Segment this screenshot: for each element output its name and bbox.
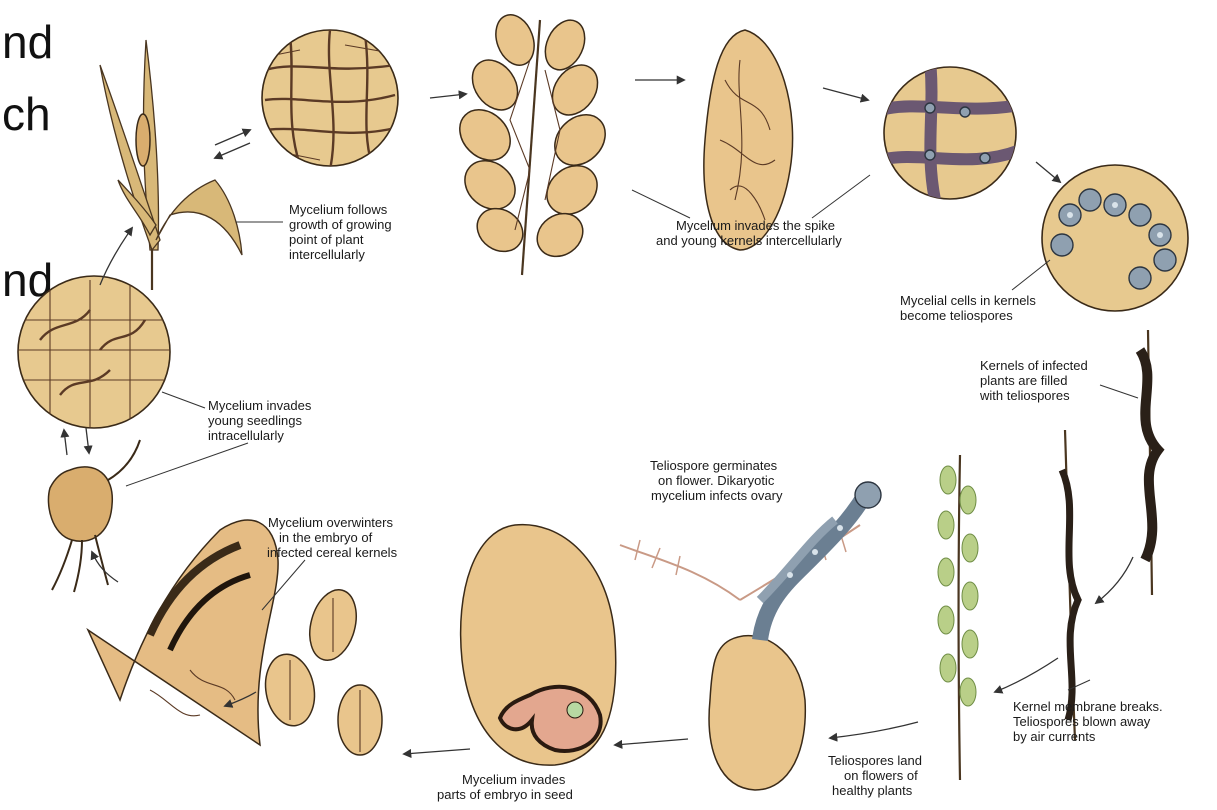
slide-text-fragment-2: ch — [2, 88, 51, 140]
label-kernel-membrane: Kernel membrane breaks. Teliospores blow… — [1013, 699, 1166, 744]
flower-germination-illustration — [620, 482, 881, 790]
cycle-arrow-11 — [404, 749, 470, 754]
young-plant-illustration — [100, 40, 242, 290]
label-teliospores-land: Teliospores land on flowers of healthy p… — [828, 753, 926, 798]
label-kernels-infected: Kernels of infected plants are filled wi… — [979, 358, 1091, 403]
germinating-seed-illustration — [48, 440, 140, 592]
label-mycelial-cells: Mycelial cells in kernels become teliosp… — [900, 293, 1039, 323]
leader-line-seedlings-1 — [162, 392, 205, 408]
label-mycelium-follows: Mycelium follows growth of growing point… — [289, 202, 395, 262]
infected-kernel-illustration — [704, 30, 793, 250]
teliospores-circle — [1042, 165, 1188, 311]
cycle-arrow-2a — [215, 130, 250, 145]
slide-text-fragment-1: nd — [2, 16, 53, 68]
label-teliospore-germinates: Teliospore germinates on flower. Dikaryo… — [650, 458, 783, 503]
cycle-arrow-3 — [430, 94, 466, 98]
leader-line-kernels — [1100, 385, 1138, 398]
cycle-arrow-6 — [1036, 162, 1060, 182]
seed-cross-section — [88, 520, 278, 745]
label-mycelium-invades-spike: Mycelium invades the spike and young ker… — [656, 218, 842, 248]
cycle-arrow-7 — [1096, 557, 1133, 603]
cells-becoming-teliospores-circle — [880, 60, 1020, 200]
label-mycelium-invades-seedlings: Mycelium invades young seedlings intrace… — [208, 398, 315, 443]
leader-line-spike-1 — [632, 190, 690, 218]
healthy-plant-illustration — [938, 455, 978, 780]
leader-line-spike-2 — [812, 175, 870, 218]
mycelium-seedlings-circle — [18, 276, 170, 430]
cycle-arrow-10 — [615, 739, 688, 745]
infected-cereal-kernels — [260, 585, 382, 755]
cycle-arrow-2b — [215, 143, 250, 158]
cycle-arrow-14a — [64, 430, 67, 455]
smutted-heads-illustration — [1062, 330, 1158, 740]
label-mycelium-overwinters: Mycelium overwinters in the embryo of in… — [267, 515, 398, 560]
leader-line-teliospores — [1012, 260, 1050, 290]
label-mycelium-invades-embryo: Mycelium invades parts of embryo in seed — [437, 772, 573, 802]
mycelium-growing-point-circle — [262, 30, 398, 170]
cycle-arrow-9 — [830, 722, 918, 738]
cycle-arrow-5 — [823, 88, 868, 100]
leader-line-seedlings-2 — [126, 443, 248, 486]
cycle-arrow-14b — [86, 428, 89, 453]
infected-spike-illustration — [450, 9, 616, 275]
infected-seed-illustration — [461, 525, 616, 766]
cycle-arrow-8 — [995, 658, 1058, 692]
